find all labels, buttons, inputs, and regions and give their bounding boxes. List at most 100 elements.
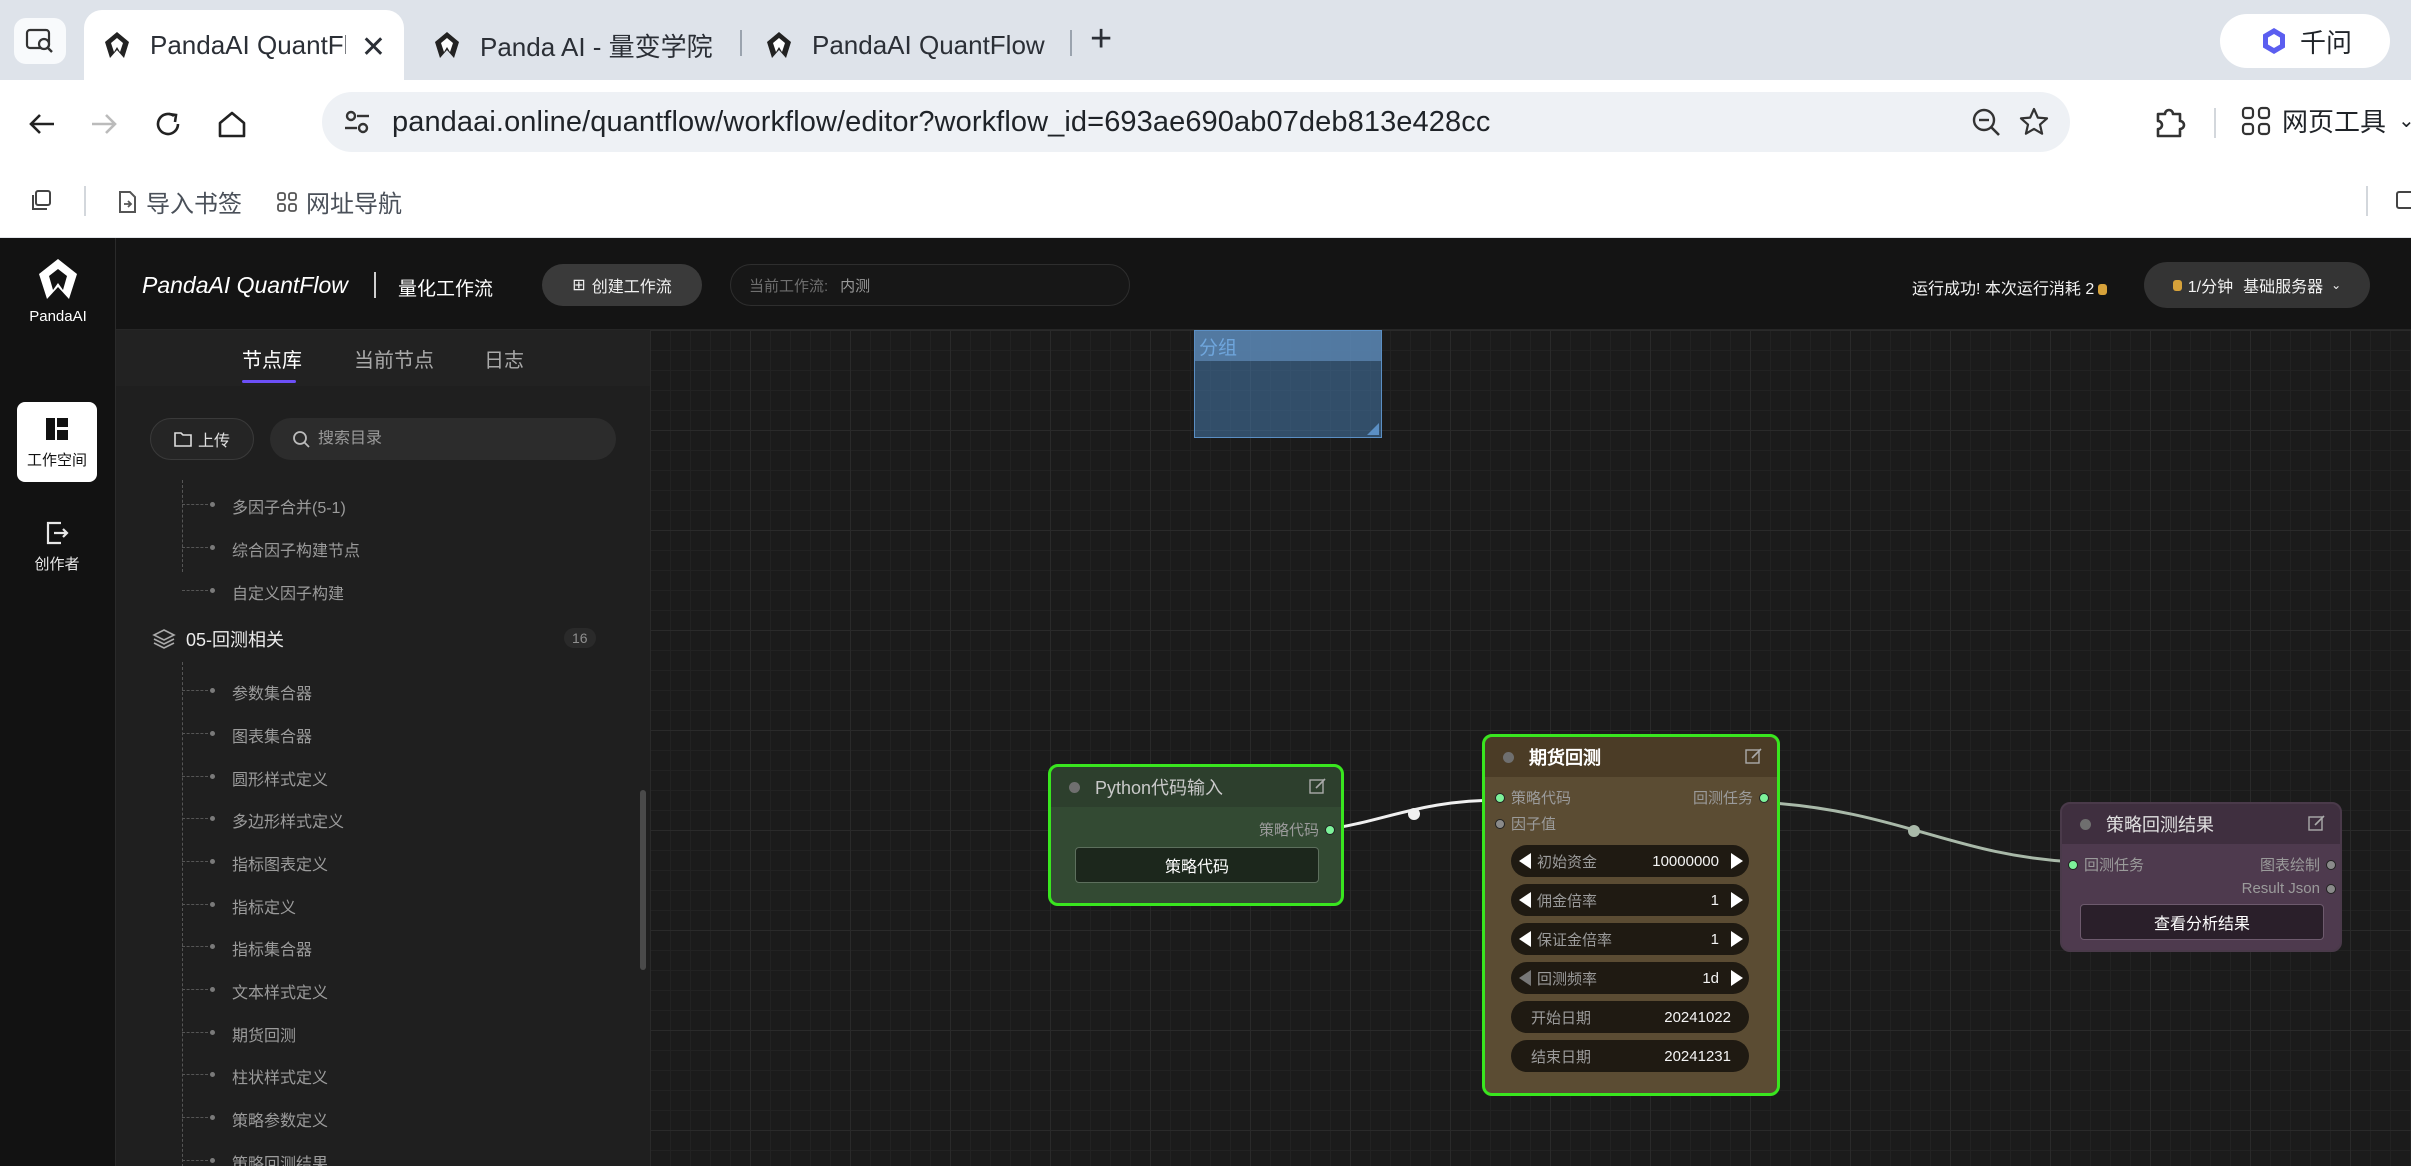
back-button[interactable]	[20, 102, 64, 146]
output-port[interactable]: 图表绘制	[2260, 854, 2336, 875]
increment-icon[interactable]	[1731, 892, 1743, 908]
extensions-button[interactable]	[2150, 102, 2190, 147]
decrement-icon[interactable]	[1519, 970, 1531, 986]
tree-item[interactable]: 柱状样式定义	[182, 1064, 328, 1088]
group-resize-handle[interactable]	[1367, 423, 1379, 435]
tab-log[interactable]: 日志	[484, 350, 524, 372]
tab-quantflow[interactable]: PandaAI QuantFlow	[764, 10, 1064, 80]
tree-item[interactable]: 多边形样式定义	[182, 808, 344, 832]
tab-pandaai-active[interactable]: PandaAI QuantFl ✕	[84, 10, 404, 80]
param-initial-capital[interactable]: 初始资金 10000000	[1511, 845, 1749, 877]
current-workflow-field[interactable]: 当前工作流: 内测	[730, 264, 1130, 306]
increment-icon[interactable]	[1731, 970, 1743, 986]
tree-item[interactable]: 指标定义	[182, 894, 296, 918]
node-python-code[interactable]: Python代码输入 策略代码 策略代码	[1048, 764, 1344, 906]
bookmark-star-button[interactable]	[2014, 102, 2054, 142]
tab-panda-academy[interactable]: Panda AI - 量变学院	[432, 10, 732, 80]
tab-search-button[interactable]	[14, 18, 66, 64]
tree-group-backtest[interactable]: 05-回测相关	[152, 626, 284, 652]
tree-item[interactable]: 综合因子构建节点	[182, 537, 360, 561]
input-port[interactable]: 回测任务	[2068, 854, 2144, 875]
edit-icon[interactable]	[1309, 777, 1327, 795]
directory-search[interactable]	[270, 418, 616, 460]
star-icon	[2019, 107, 2049, 135]
tab-node-library[interactable]: 节点库	[242, 350, 302, 372]
node-strategy-result[interactable]: 策略回测结果 回测任务 图表绘制 Result Json 查看分析	[2060, 802, 2342, 952]
server-select-button[interactable]: 1/分钟 基础服务器 ⌄	[2144, 262, 2370, 308]
rail-workspace-button[interactable]: 工作空间	[17, 402, 97, 482]
upload-button[interactable]: 上传	[150, 418, 254, 460]
panda-logo-icon	[39, 259, 77, 299]
param-margin-rate[interactable]: 保证金倍率 1	[1511, 923, 1749, 955]
port-dot[interactable]	[2326, 883, 2336, 894]
forward-button[interactable]	[82, 102, 126, 146]
output-port[interactable]: 策略代码	[1259, 819, 1335, 840]
rail-creator-button[interactable]: 创作者	[17, 506, 97, 586]
tree-item[interactable]: 策略参数定义	[182, 1107, 328, 1131]
port-row: 回测任务 图表绘制	[2062, 848, 2340, 874]
port-dot[interactable]	[1325, 824, 1335, 835]
tree-item[interactable]: 文本样式定义	[182, 979, 328, 1003]
param-commission-rate[interactable]: 佣金倍率 1	[1511, 884, 1749, 916]
param-frequency[interactable]: 回测频率 1d	[1511, 962, 1749, 994]
import-bookmarks-link[interactable]: 导入书签	[116, 184, 242, 219]
node-group[interactable]: 分组	[1194, 330, 1382, 438]
pandaai-logo[interactable]: PandaAI	[20, 256, 96, 325]
close-tab-icon[interactable]: ✕	[360, 31, 386, 64]
input-port[interactable]: 策略代码	[1495, 787, 1571, 808]
output-port[interactable]: 回测任务	[1693, 787, 1769, 808]
param-start-date[interactable]: 开始日期 20241022	[1511, 1001, 1749, 1033]
port-dot[interactable]	[1495, 792, 1505, 803]
edit-icon[interactable]	[2308, 814, 2326, 832]
tree-item[interactable]: 图表集合器	[182, 723, 312, 747]
zoom-out-button[interactable]	[1966, 102, 2006, 142]
create-workflow-button[interactable]: ⊞ 创建工作流	[542, 264, 702, 306]
home-button[interactable]	[210, 102, 254, 146]
panel-scrollbar[interactable]	[640, 790, 646, 970]
new-tab-icon[interactable]: +	[1090, 18, 1113, 60]
input-port[interactable]: 因子值	[1495, 813, 1556, 834]
tree-item[interactable]: 多因子合并(5-1)	[182, 494, 346, 518]
output-port[interactable]: Result Json	[2242, 880, 2336, 897]
reload-button[interactable]	[146, 102, 190, 146]
increment-icon[interactable]	[1731, 853, 1743, 869]
tree-item[interactable]: 策略回测结果	[182, 1150, 328, 1166]
view-analysis-button[interactable]: 查看分析结果	[2080, 904, 2324, 940]
decrement-icon[interactable]	[1519, 853, 1531, 869]
tree-item[interactable]: 指标图表定义	[182, 851, 328, 875]
node-header: 策略回测结果	[2062, 804, 2340, 844]
tab-current-node[interactable]: 当前节点	[354, 350, 434, 372]
grid-apps-icon	[277, 191, 297, 212]
edit-icon[interactable]	[1745, 747, 1763, 765]
tree-item[interactable]: 期货回测	[182, 1022, 296, 1046]
tab-collections-button[interactable]	[30, 188, 62, 212]
search-input[interactable]	[318, 430, 598, 448]
port-dot[interactable]	[1759, 792, 1769, 803]
zoom-out-icon	[1972, 108, 2000, 136]
port-dot[interactable]	[1495, 818, 1505, 829]
tree-item[interactable]: 圆形样式定义	[182, 766, 328, 790]
tree-item[interactable]: 参数集合器	[182, 680, 312, 704]
arrow-right-icon	[92, 114, 117, 134]
tree-item[interactable]: 指标集合器	[182, 936, 312, 960]
decrement-icon[interactable]	[1519, 892, 1531, 908]
node-title: Python代码输入	[1095, 778, 1224, 798]
edge-midpoint-handle	[1408, 808, 1420, 820]
node-header: 期货回测	[1485, 737, 1777, 777]
param-end-date[interactable]: 结束日期 20241231	[1511, 1040, 1749, 1072]
port-dot[interactable]	[2326, 859, 2336, 870]
node-futures-backtest[interactable]: 期货回测 策略代码 回测任务 因子值	[1482, 734, 1780, 1096]
workflow-canvas[interactable]: 分组 Python代码输入 策略代码 策略代码	[650, 330, 2411, 1166]
tree-item[interactable]: 自定义因子构建	[182, 580, 344, 604]
site-nav-link[interactable]: 网址导航	[276, 184, 402, 219]
url-bar[interactable]: pandaai.online/quantflow/workflow/editor…	[322, 92, 2070, 152]
strategy-code-button[interactable]: 策略代码	[1075, 847, 1319, 883]
other-bookmarks-button[interactable]	[2396, 188, 2411, 212]
tab-search-icon	[25, 28, 53, 53]
increment-icon[interactable]	[1731, 931, 1743, 947]
port-dot[interactable]	[2068, 859, 2078, 870]
web-tools-button[interactable]: 网页工具 ⌄	[2240, 102, 2411, 139]
qianwen-ai-button[interactable]: 千问	[2220, 14, 2390, 68]
group-label: 分组	[1195, 331, 1381, 361]
decrement-icon[interactable]	[1519, 931, 1531, 947]
